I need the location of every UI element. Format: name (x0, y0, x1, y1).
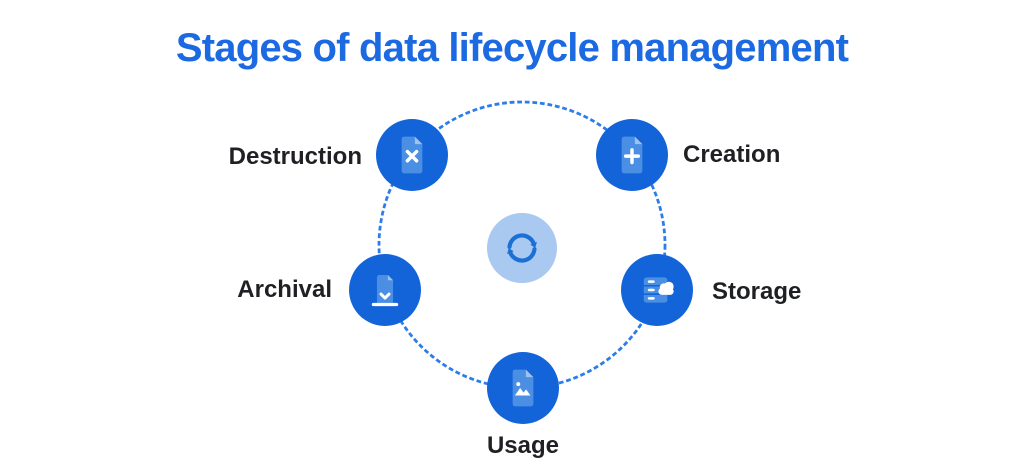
center-cycle-bubble (487, 213, 557, 283)
stage-bubble-archival (349, 254, 421, 326)
stage-bubble-storage (621, 254, 693, 326)
stage-bubble-usage (487, 352, 559, 424)
file-image-icon (512, 369, 534, 407)
file-delete-icon (401, 136, 423, 174)
file-add-icon (621, 136, 643, 174)
stage-label-usage: Usage (486, 432, 560, 459)
stage-label-creation: Creation (683, 141, 781, 168)
page-title: Stages of data lifecycle management (175, 26, 849, 70)
server-cloud-icon (643, 277, 674, 303)
stage-bubble-creation (596, 119, 668, 191)
stage-label-archival: Archival (237, 276, 332, 303)
stage-label-destruction: Destruction (228, 143, 362, 170)
archive-file-icon (371, 275, 399, 307)
sync-cycle-icon (507, 233, 537, 263)
stage-label-storage: Storage (712, 278, 802, 305)
stage-bubble-destruction (376, 119, 448, 191)
